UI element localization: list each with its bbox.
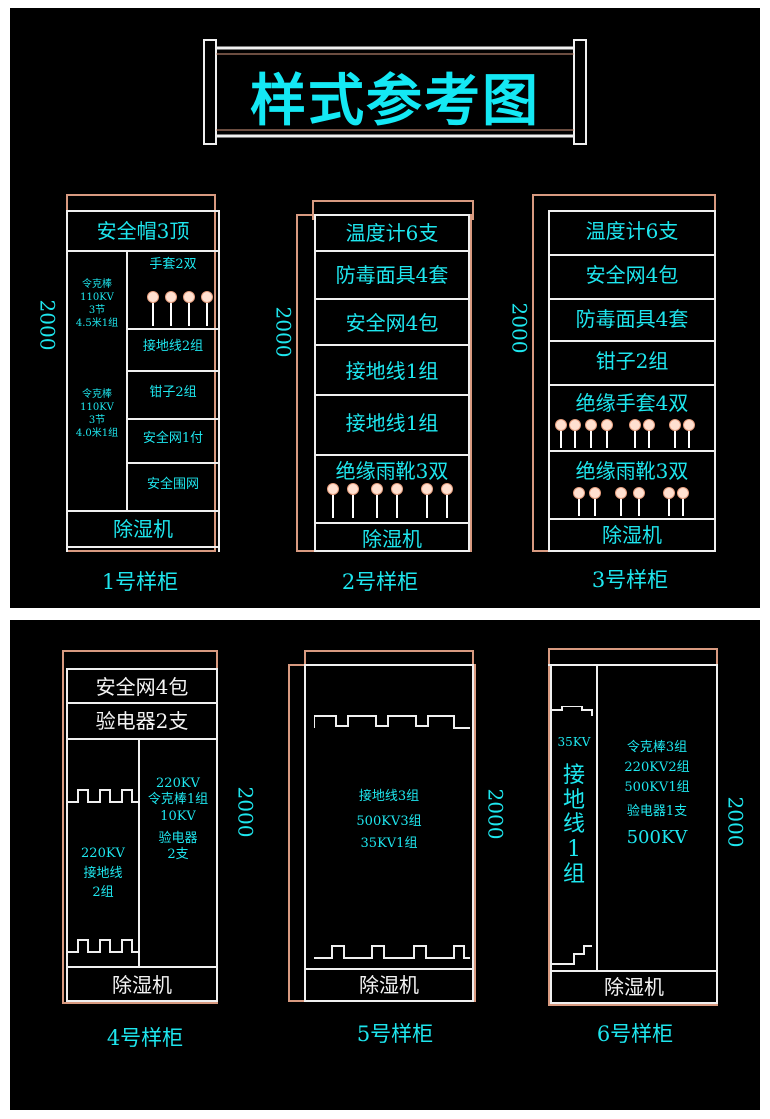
cell-label: 温度计6支 [585, 219, 679, 243]
cabinet-caption: 2号样柜 [341, 570, 419, 594]
boot-hanger [347, 483, 359, 518]
vertical-label: 接地线1组 [562, 763, 585, 887]
cell-label: 手套2双 [149, 257, 197, 272]
cabinet-2: 温度计6支 防毒面具4套 安全网4包 接地线1组 接地线1组 绝缘雨靴3双 除湿… [294, 198, 484, 558]
cell-label: 验电器2支 [95, 709, 189, 733]
boot-hanger [573, 487, 585, 516]
voltage-big-label: 500KV [626, 827, 688, 848]
height-dimension: 2000 [35, 299, 60, 351]
cell-label: 接地线1组 [345, 411, 439, 435]
dehumidifier-label: 除湿机 [112, 973, 172, 997]
dehumidifier-label: 除湿机 [602, 523, 662, 547]
height-dimension: 2000 [233, 786, 258, 838]
cell-label: 钳子2组 [595, 349, 669, 373]
cell-label: 安全网4包 [95, 675, 189, 699]
title-scroll-frame [203, 39, 587, 145]
cabinet-caption: 4号样柜 [106, 1026, 184, 1050]
cell-label: 绝缘手套4双 [575, 391, 689, 415]
glove-hanger [201, 291, 213, 326]
glove-hanger [555, 419, 567, 448]
cabinet-outline [66, 194, 216, 552]
grounding-rail [314, 715, 470, 959]
boot-hanger [327, 483, 339, 518]
glove-hanger [183, 291, 195, 326]
glove-hanger [569, 419, 581, 448]
glove-hanger [165, 291, 177, 326]
dehumidifier-label: 除湿机 [113, 517, 173, 541]
grounding-rail [66, 789, 140, 953]
dehumidifier-label: 除湿机 [604, 975, 664, 999]
height-dimension: 2000 [271, 306, 296, 358]
height-dimension: 2000 [507, 302, 532, 354]
dehumidifier-label: 除湿机 [362, 527, 422, 551]
cabinet-caption: 6号样柜 [596, 1022, 674, 1046]
cell-label: 安全围网 [146, 477, 199, 492]
boot-hanger [589, 487, 601, 516]
boot-hanger [391, 483, 403, 518]
voltage-label: 35KV [557, 735, 591, 749]
glove-hanger [601, 419, 613, 448]
page-title: 样式参考图 [250, 69, 540, 134]
glove-hanger [147, 291, 159, 326]
boot-hanger [677, 487, 689, 516]
cell-label: 温度计6支 [345, 221, 439, 245]
cell-label: 接地线2组 [142, 339, 204, 354]
boot-hanger [633, 487, 645, 516]
cabinet-caption: 1号样柜 [101, 570, 179, 594]
glove-hanger [669, 419, 681, 448]
cabinet-3: 温度计6支 安全网4包 防毒面具4套 钳子2组 绝缘手套4双 绝缘雨靴3双 除湿… [530, 192, 720, 558]
cell-label: 接地线1组 [345, 359, 439, 383]
height-dimension: 2000 [483, 788, 508, 840]
cell-label: 防毒面具4套 [575, 307, 689, 331]
boot-hanger [615, 487, 627, 516]
boot-hanger [421, 483, 433, 518]
height-dimension: 2000 [723, 796, 748, 848]
glove-hanger [683, 419, 695, 448]
dehumidifier-label: 除湿机 [359, 973, 419, 997]
cell-label: 绝缘雨靴3双 [335, 459, 449, 483]
boot-hanger [663, 487, 675, 516]
glove-hanger [629, 419, 641, 448]
cell-label: 安全网4包 [345, 311, 439, 335]
cabinet-outline [532, 194, 716, 552]
cell-label: 安全网1付 [142, 431, 204, 446]
cabinet-caption: 3号样柜 [591, 568, 669, 592]
glove-hanger [643, 419, 655, 448]
cell-label: 安全网4包 [585, 263, 679, 287]
boot-hanger [371, 483, 383, 518]
cell-label: 绝缘雨靴3双 [575, 459, 689, 483]
title-banner: 样式参考图 [200, 38, 590, 146]
glove-hanger [585, 419, 597, 448]
cell-label: 安全帽3顶 [96, 219, 190, 243]
cell-label: 钳子2组 [149, 385, 197, 400]
boot-hanger [441, 483, 453, 518]
cabinet-caption: 5号样柜 [356, 1022, 434, 1046]
grounding-rail [552, 706, 593, 965]
cell-label: 防毒面具4套 [335, 263, 449, 287]
